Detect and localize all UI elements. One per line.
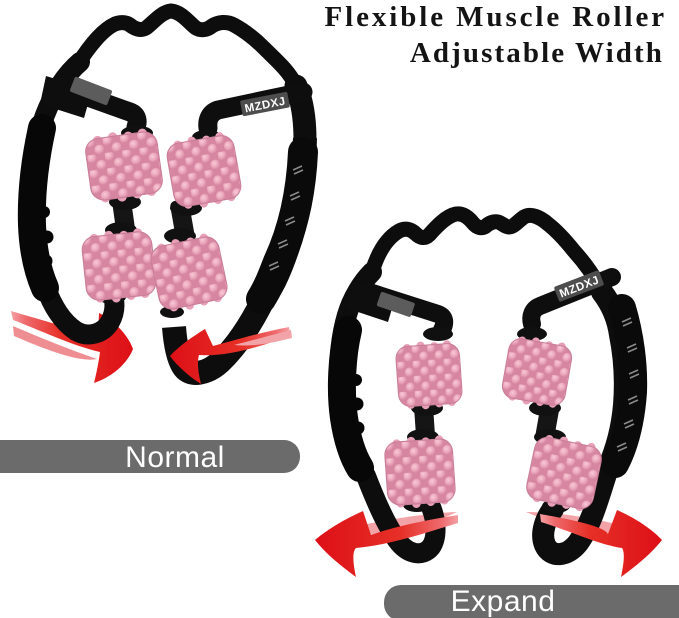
svg-text:Flexible Muscle Roller: Flexible Muscle Roller: [325, 1, 667, 33]
svg-text:Normal: Normal: [125, 441, 225, 474]
svg-text:Adjustable Width: Adjustable Width: [410, 37, 664, 69]
svg-text:Expand: Expand: [451, 585, 556, 618]
